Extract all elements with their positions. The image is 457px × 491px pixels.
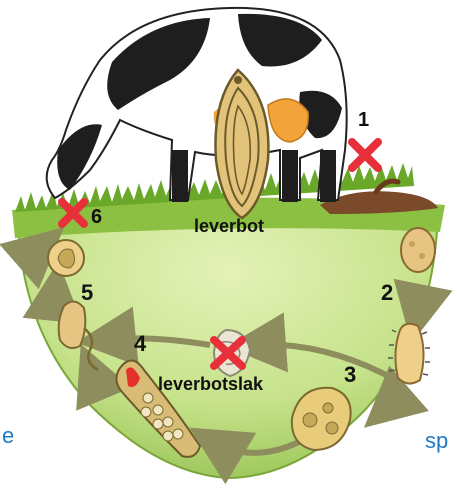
snail-label: leverbotslak	[158, 375, 263, 393]
adult-fluke-label: leverbot	[194, 217, 264, 235]
stage-number-2: 2	[381, 282, 393, 304]
cow-icon	[47, 8, 347, 202]
edge-text-right: sp	[425, 430, 448, 452]
stage-number-1: 1	[358, 110, 369, 130]
stage-number-5: 5	[81, 282, 93, 304]
edge-text-left: e	[2, 425, 14, 447]
egg-icon	[401, 228, 435, 272]
stage-number-6: 6	[91, 207, 102, 227]
metacercaria-icon	[48, 240, 84, 276]
cross-mark-icon	[352, 142, 378, 168]
stage-number-4: 4	[134, 333, 146, 355]
stage-number-3: 3	[344, 364, 356, 386]
